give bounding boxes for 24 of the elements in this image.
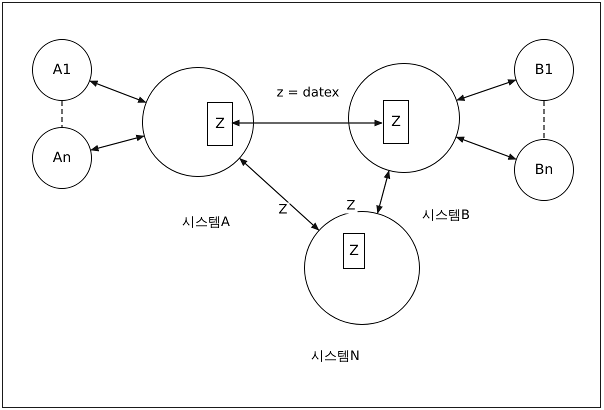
arrow — [231, 120, 383, 126]
system-caption: 시스템N — [311, 348, 360, 365]
connector-line — [61, 101, 63, 127]
arrow — [456, 79, 516, 101]
node-circle — [514, 139, 574, 201]
data-box: Z — [207, 102, 233, 146]
node-label: A1 — [52, 62, 72, 78]
data-box: Z — [383, 100, 409, 144]
arrow — [239, 158, 320, 231]
arrow — [376, 170, 390, 214]
node-circle — [32, 127, 92, 189]
connector-line — [543, 101, 545, 139]
node-label: An — [52, 150, 72, 166]
node-circle — [514, 39, 574, 101]
arrow — [456, 136, 517, 160]
arrow — [89, 80, 146, 103]
edge-label: Z — [344, 198, 358, 214]
node-label: Bn — [534, 162, 554, 178]
system-caption: 시스템B — [422, 207, 470, 224]
system-caption: 시스템A — [182, 214, 230, 231]
arrow — [90, 134, 145, 152]
node-circle — [32, 39, 92, 101]
node-label: B1 — [534, 62, 554, 78]
data-box: Z — [343, 233, 365, 269]
